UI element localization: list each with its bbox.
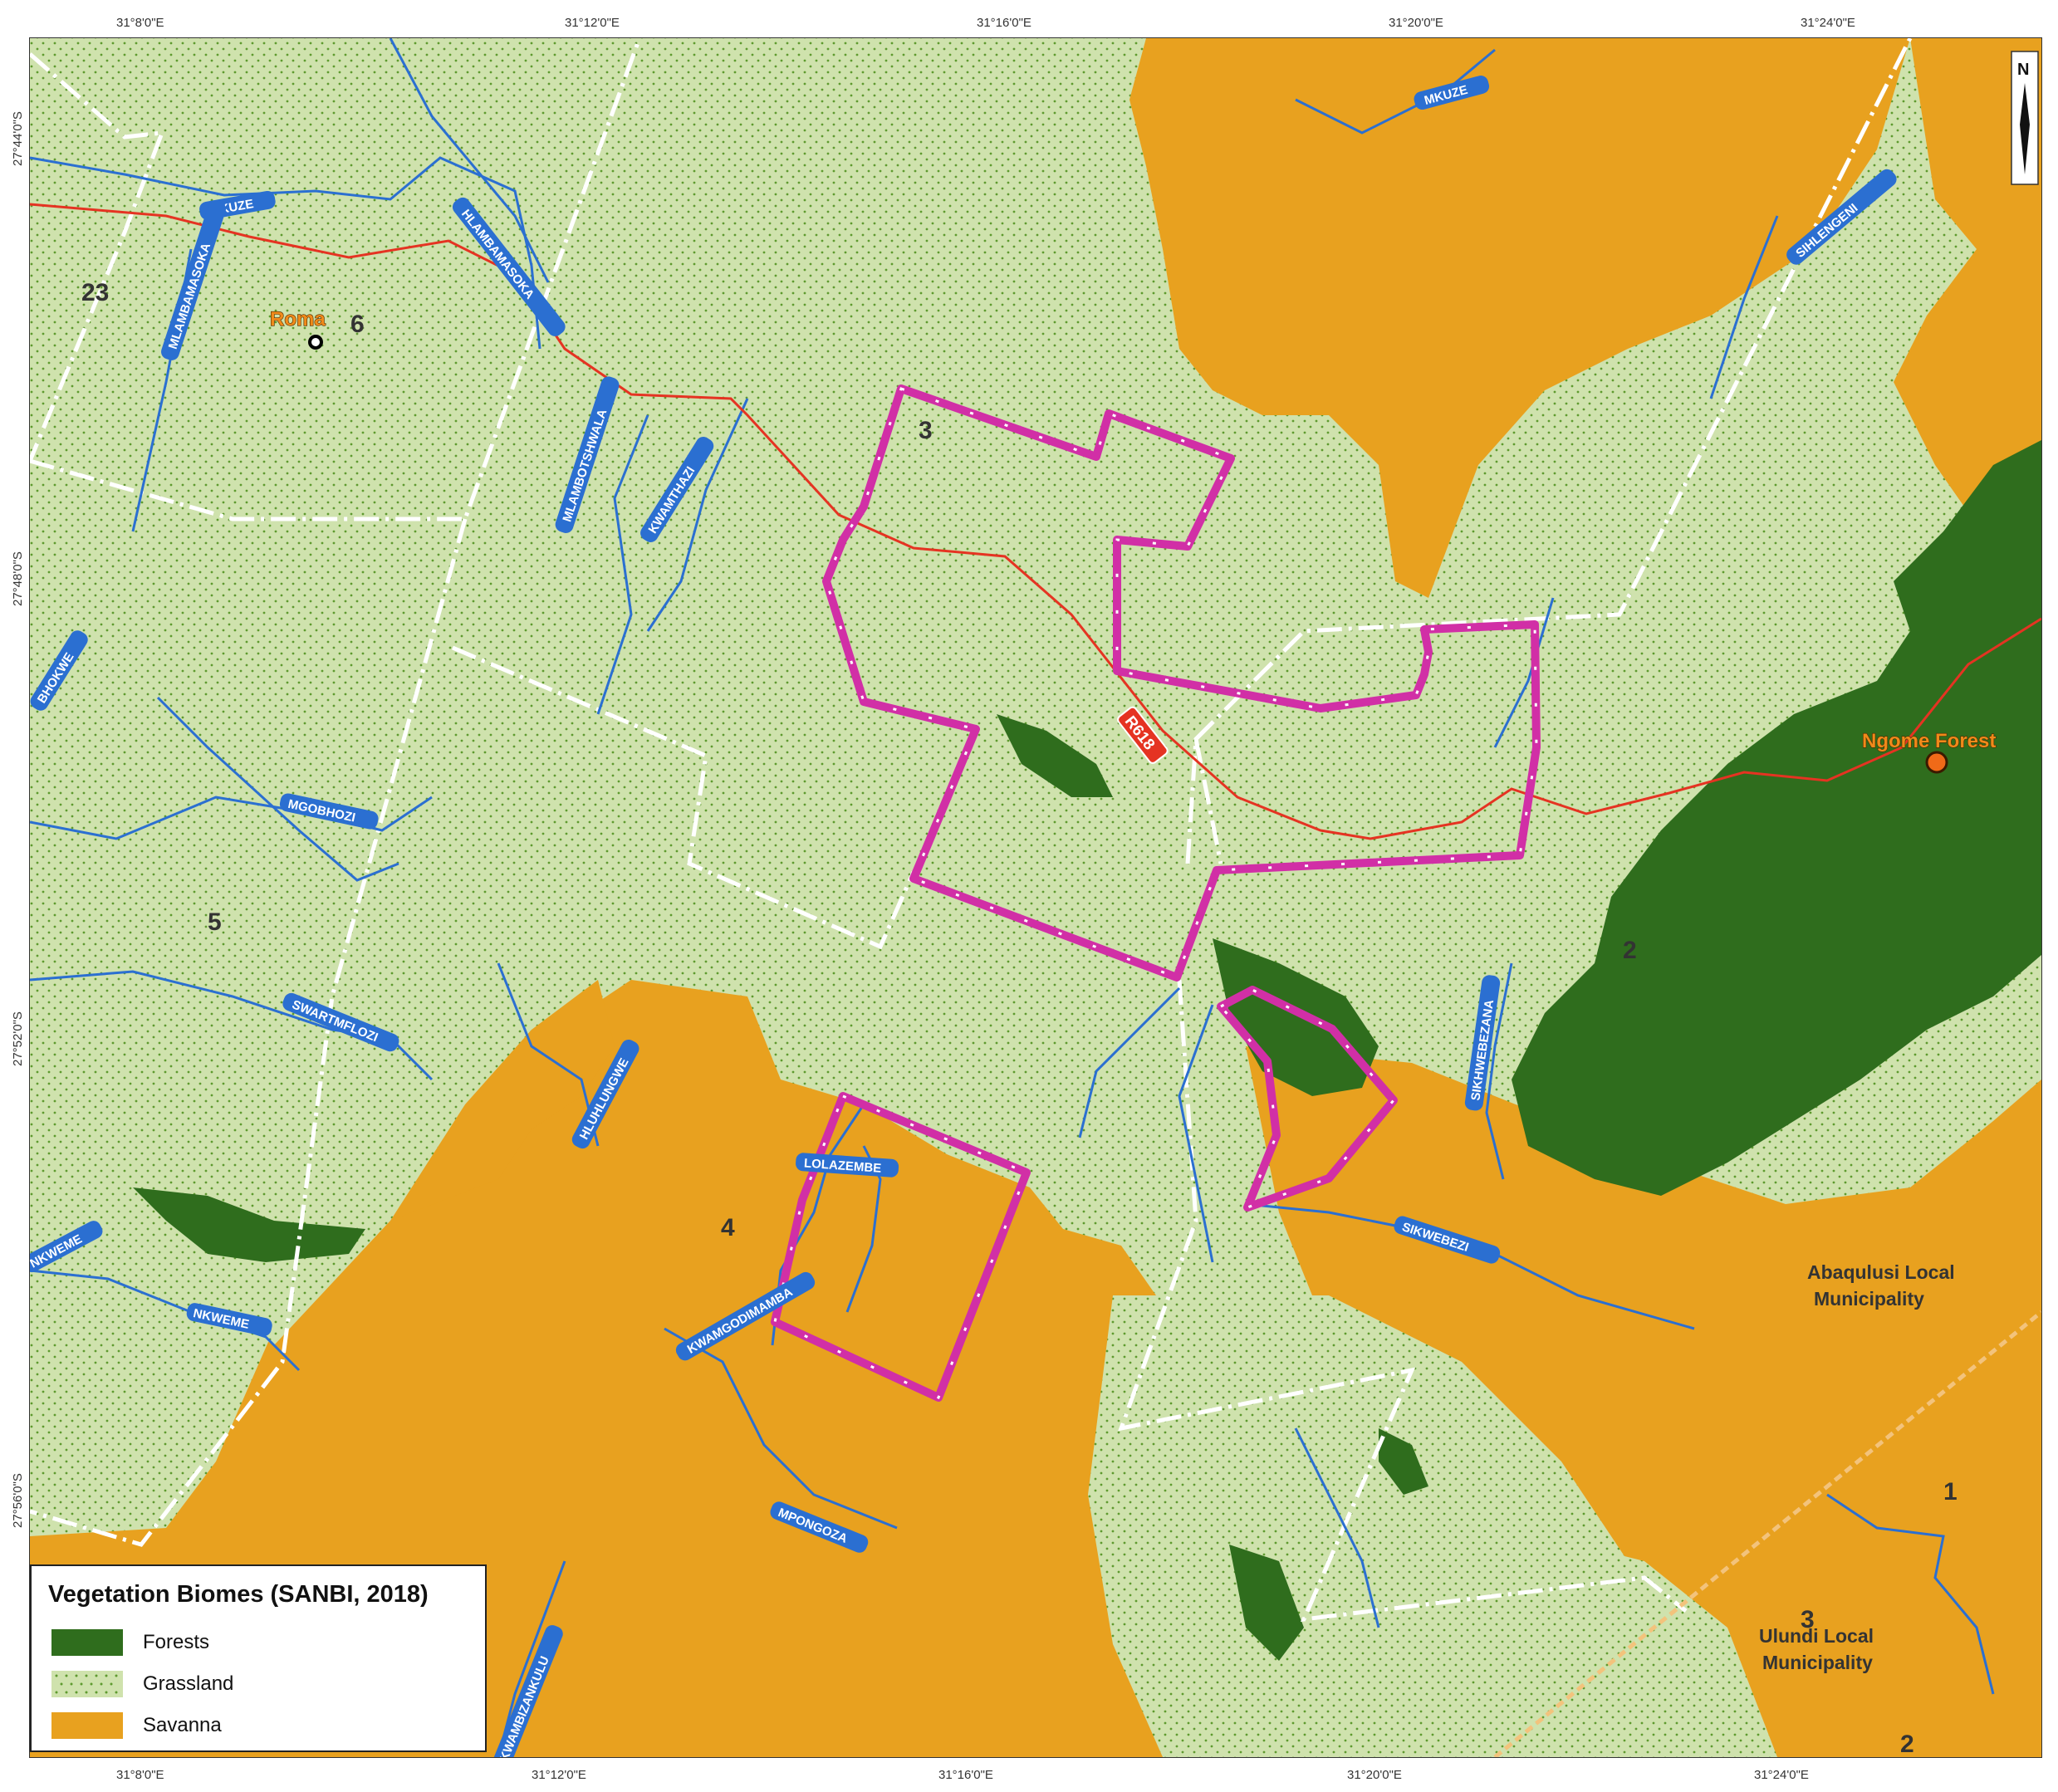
zone-label: 2: [1623, 937, 1637, 964]
zone-label: 3: [1801, 1606, 1815, 1633]
ngome-forest-marker: [1925, 751, 1948, 774]
svg-text:31°12'0"E: 31°12'0"E: [565, 16, 620, 30]
graticule-top: 31°8'0"E 31°12'0"E 31°16'0"E 31°20'0"E 3…: [116, 16, 1855, 30]
legend-label: Savanna: [143, 1714, 222, 1736]
graticule-left: 27°44'0"S 27°48'0"S 27°52'0"S 27°56'0"S: [11, 111, 25, 1528]
legend-item-savanna: Savanna: [51, 1712, 467, 1741]
svg-text:31°20'0"E: 31°20'0"E: [1389, 16, 1443, 30]
zone-label: 1: [1943, 1478, 1958, 1506]
savanna-area-southeast: [1246, 1046, 2041, 1757]
graticule-bottom: 31°8'0"E 31°12'0"E 31°16'0"E 31°20'0"E 3…: [116, 1768, 1809, 1782]
municipality-label-abaqulusi-2: Municipality: [1814, 1288, 1924, 1310]
zone-label: 3: [919, 417, 933, 444]
legend-item-grassland: Grassland: [51, 1671, 467, 1699]
legend-swatch-forest: [51, 1629, 123, 1656]
north-arrow: N: [2011, 51, 2039, 185]
svg-text:31°16'0"E: 31°16'0"E: [977, 16, 1031, 30]
forest-area-central: [1213, 938, 1379, 1096]
zone-label: 2: [1900, 1731, 1914, 1758]
forest-area-south: [1229, 1545, 1304, 1661]
road-r618: [30, 203, 2041, 840]
svg-text:27°52'0"S: 27°52'0"S: [11, 1011, 25, 1066]
savanna-area-north: [1129, 38, 1910, 598]
roma-town-marker: [308, 335, 323, 350]
legend-title: Vegetation Biomes (SANBI, 2018): [48, 1581, 429, 1608]
svg-text:27°48'0"S: 27°48'0"S: [11, 551, 25, 606]
municipality-label-ulundi-1: Ulundi Local: [1759, 1625, 1874, 1647]
forest-area-southeast: [1379, 1428, 1428, 1495]
savanna-area-south: [30, 980, 1204, 1757]
place-label-ngome: Ngome Forest: [1862, 730, 1996, 752]
svg-text:LOLAZEMBE: LOLAZEMBE: [803, 1156, 881, 1175]
legend: Vegetation Biomes (SANBI, 2018) Forests …: [30, 1564, 487, 1752]
boundary-lines: [30, 38, 1913, 1623]
svg-text:31°24'0"E: 31°24'0"E: [1754, 1768, 1809, 1782]
zone-label: 6: [350, 311, 365, 338]
grassland-island-southwest: [30, 1262, 274, 1536]
forest-area-ngome: [1512, 440, 2041, 1196]
legend-label: Forests: [143, 1631, 210, 1653]
svg-text:27°44'0"S: 27°44'0"S: [11, 111, 25, 166]
zone-label: 5: [208, 908, 222, 936]
place-label-roma: Roma: [270, 308, 326, 330]
forest-area-north: [997, 714, 1113, 797]
svg-text:31°16'0"E: 31°16'0"E: [938, 1768, 993, 1782]
zone-label: 4: [721, 1214, 735, 1241]
study-sites: [771, 384, 1541, 1402]
forest-area-west: [133, 1187, 365, 1262]
svg-text:31°20'0"E: 31°20'0"E: [1347, 1768, 1402, 1782]
zone-label: 23: [81, 279, 109, 306]
river-label: LOLAZEMBE: [796, 1153, 899, 1178]
savanna-area-northeast: [1894, 38, 2041, 581]
svg-text:31°8'0"E: 31°8'0"E: [116, 16, 164, 30]
municipality-label-abaqulusi-1: Abaqulusi Local: [1807, 1261, 1955, 1283]
svg-text:31°24'0"E: 31°24'0"E: [1801, 16, 1855, 30]
municipality-label-ulundi-2: Municipality: [1762, 1652, 1873, 1673]
legend-item-forests: Forests: [51, 1629, 467, 1657]
svg-text:27°56'0"S: 27°56'0"S: [11, 1473, 25, 1528]
district-boundary: [1493, 1310, 2041, 1757]
legend-swatch-grassland: [51, 1671, 123, 1697]
legend-swatch-savanna: [51, 1712, 123, 1739]
svg-text:31°8'0"E: 31°8'0"E: [116, 1768, 164, 1782]
north-arrow-label: N: [2017, 61, 2029, 79]
svg-text:31°12'0"E: 31°12'0"E: [532, 1768, 586, 1782]
north-arrow-icon: [2020, 83, 2030, 174]
grassland-island-south: [1088, 1295, 1761, 1757]
savanna-area-west: [390, 980, 615, 1221]
legend-label: Grassland: [143, 1672, 234, 1695]
